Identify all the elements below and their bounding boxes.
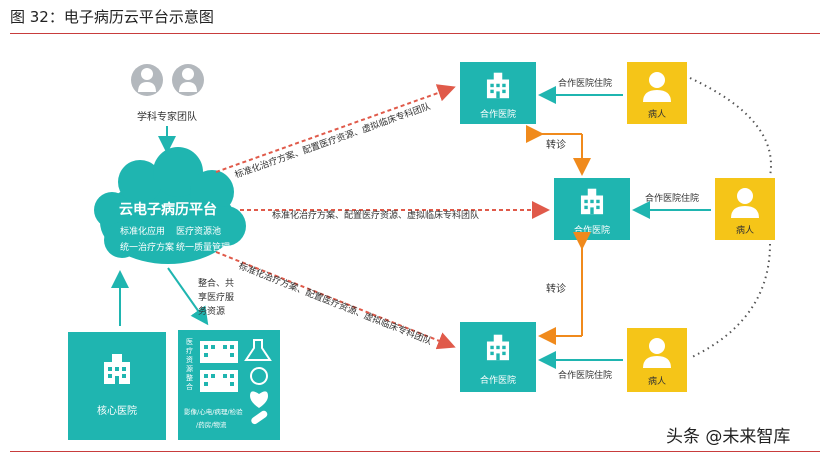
patient-bottom-label: 病人 (648, 375, 666, 387)
resource-side-char-6: 合 (186, 382, 193, 391)
resource-hospital-icon-1 (200, 341, 238, 363)
patient-top-label: 病人 (648, 108, 666, 120)
heart-icon (250, 391, 268, 408)
resource-side-char-3: 资 (186, 355, 193, 364)
dashed-label-top: 标准化治疗方案、配置医疗资源、虚拟临床专科团队 (233, 100, 432, 181)
resource-footer-line1: 影像/心电/病理/检验 (184, 407, 243, 416)
cloud-item-quality-management: 统一质量管理 (176, 241, 230, 253)
partner-hospital-middle-label: 合作医院 (574, 224, 610, 236)
resource-side-char-2: 疗 (186, 346, 193, 355)
expert-team-icon (131, 64, 204, 96)
dotted-patient-curve-top (689, 77, 772, 177)
inpatient-label-top: 合作医院住院 (558, 77, 612, 89)
bottom-rule (10, 451, 820, 452)
dashed-label-middle: 标准化治疗方案、配置医疗资源、虚拟临床专科团队 (272, 209, 479, 221)
resource-footer-line2: /药房/物流 (196, 420, 227, 429)
inpatient-label-bottom: 合作医院住院 (558, 369, 612, 381)
radiology-icon (250, 367, 268, 385)
patient-middle-label: 病人 (736, 224, 754, 236)
dashed-arrow-bottom (215, 251, 456, 350)
integrate-label-line2: 享医疗服 (198, 291, 234, 303)
cloud-item-unified-treatment: 统一治疗方案 (120, 241, 174, 253)
referral-label-bottom: 转诊 (546, 282, 566, 295)
integrate-label-line1: 整合、共 (198, 277, 234, 289)
referral-label-top: 转诊 (546, 138, 566, 151)
core-hospital-label: 核心医院 (97, 404, 137, 417)
partner-hospital-top-label: 合作医院 (480, 108, 516, 120)
cloud-item-resource-pool: 医疗资源池 (176, 225, 221, 237)
flask-icon (244, 339, 272, 361)
cloud-title: 云电子病历平台 (119, 201, 217, 218)
dotted-patient-curve-bottom (689, 243, 771, 359)
dashed-arrow-top (215, 84, 456, 173)
resource-side-char-4: 源 (186, 364, 193, 373)
cloud-shape (94, 147, 246, 264)
expert-team-label: 学科专家团队 (137, 110, 197, 123)
cloud-to-resource-arrow (167, 267, 209, 326)
partner-hospital-bottom-label: 合作医院 (480, 374, 516, 386)
resource-side-char-1: 医 (186, 338, 193, 346)
title-rule (10, 33, 820, 34)
integrate-label-line3: 务资源 (198, 305, 225, 317)
inpatient-label-middle: 合作医院住院 (645, 192, 699, 204)
resource-hospital-icon-2 (200, 370, 238, 392)
pill-icon (251, 410, 268, 425)
watermark: 头条 @未来智库 (666, 427, 791, 447)
cloud-item-standard-app: 标准化应用 (120, 225, 165, 237)
resource-side-char-5: 整 (186, 373, 193, 382)
core-hospital-box (68, 332, 166, 440)
figure-title: 图 32：电子病历云平台示意图 (10, 8, 214, 26)
